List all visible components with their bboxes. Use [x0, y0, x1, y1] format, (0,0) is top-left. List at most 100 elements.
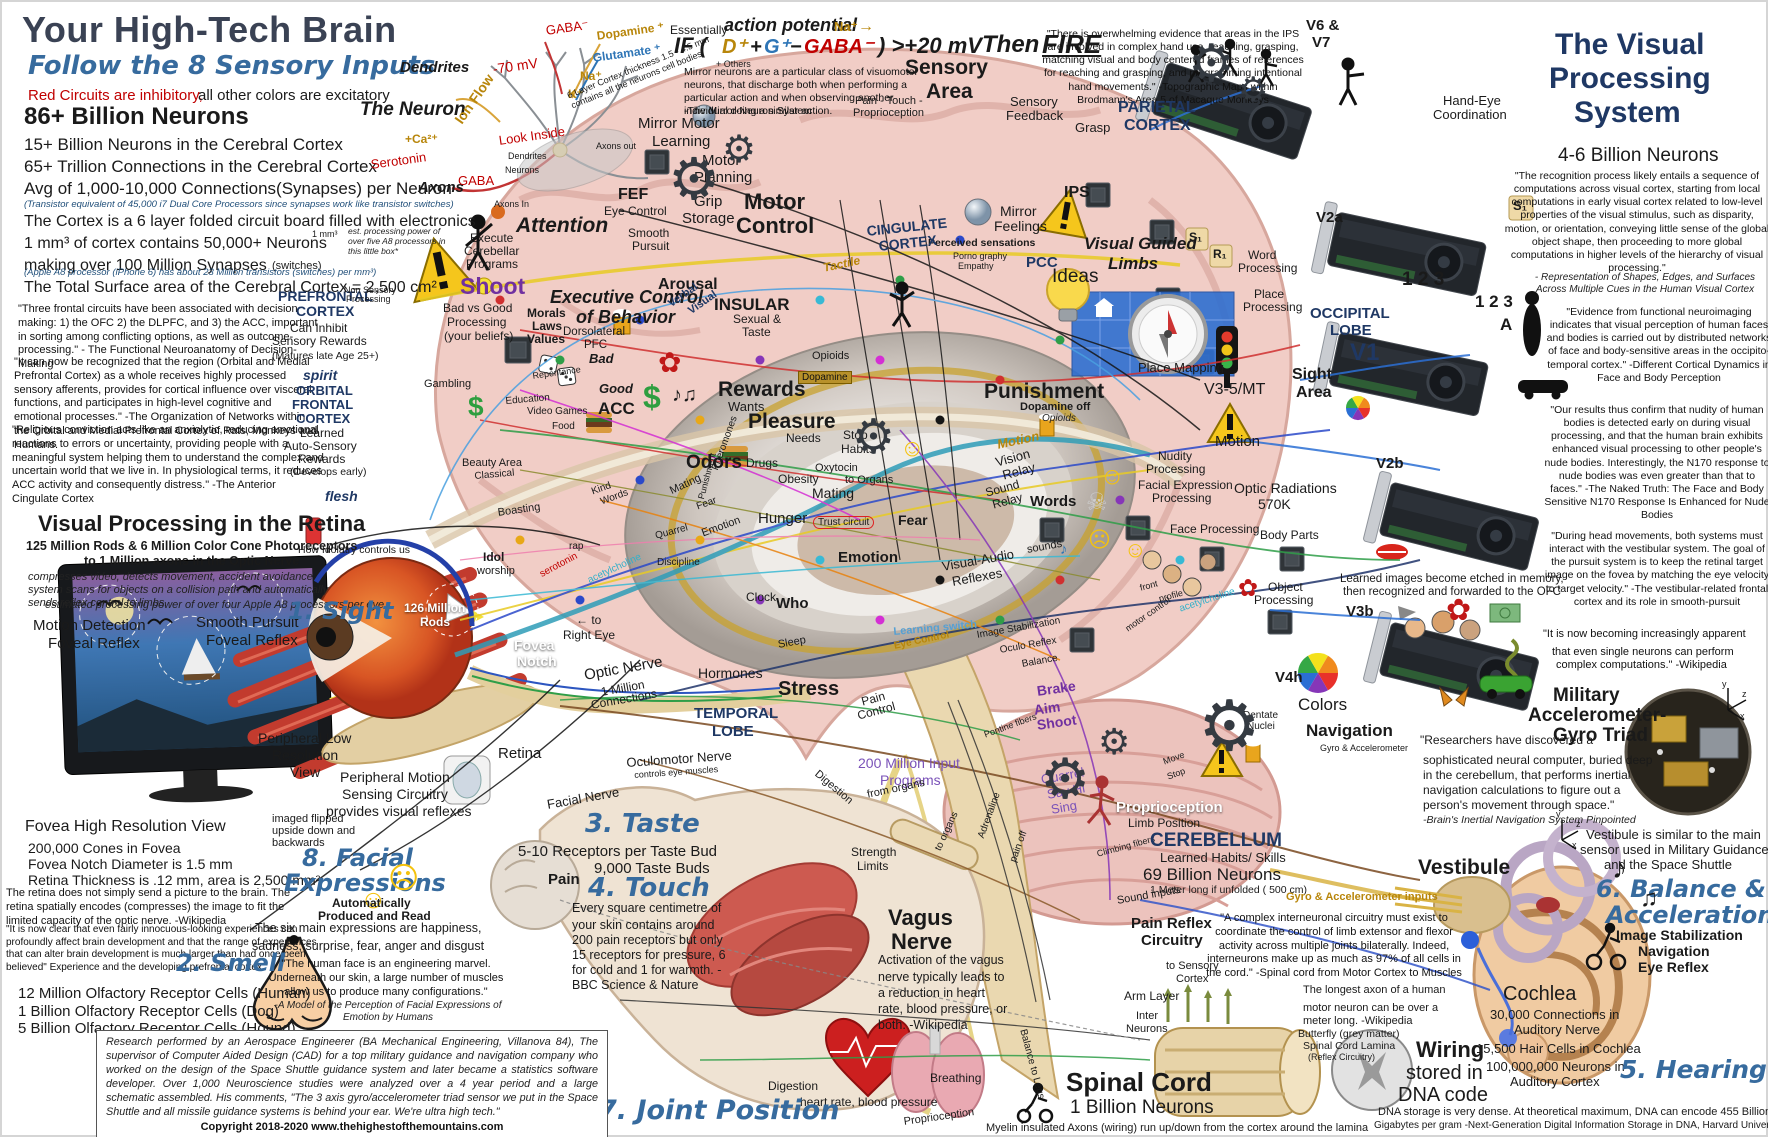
diagram-label: Every square centimetre of: [572, 901, 722, 915]
diagram-label: Eye Reflex: [1638, 959, 1709, 975]
diagram-label: Tactile: [821, 253, 862, 275]
diagram-label: for cold and 1 for warmth. -: [572, 963, 722, 977]
diagram-label: Auto-Sensory: [284, 439, 357, 453]
diagram-label: Attention: [516, 214, 609, 237]
diagram-label: Pontine fibers: [982, 711, 1038, 740]
diagram-label: Axons In: [494, 199, 530, 209]
diagram-label: Gambling: [424, 378, 472, 390]
diagram-label: Good: [599, 381, 633, 396]
diagram-label: V3-5/MT: [1204, 381, 1266, 398]
diagram-label: Learned Habits/ Skills: [1160, 850, 1286, 865]
diagram-label: Can Inhibit: [290, 321, 348, 335]
diagram-label: ACC: [598, 399, 635, 418]
diagram-label: Visual Guided: [1084, 234, 1197, 253]
diagram-label: heart rate, blood pressure: [800, 1095, 938, 1109]
diagram-label: Red Circuits are inhibitory,: [28, 87, 203, 104]
diagram-label: Sensory: [1010, 94, 1058, 109]
diagram-label: V1: [1350, 339, 1380, 366]
diagram-label: Education: [505, 392, 551, 407]
diagram-label: 15+ Billion Neurons in the Cerebral Cort…: [24, 135, 343, 154]
diagram-label: Dopamine: [798, 371, 852, 384]
diagram-label: G⁺: [764, 36, 791, 58]
diagram-label: Execute: [470, 231, 514, 245]
diagram-label: BBC Science & Nature: [572, 978, 699, 992]
diagram-label: Place Mapping: [1138, 360, 1224, 375]
diagram-label: CORTEX: [1124, 117, 1191, 134]
diagram-label: CEREBELLUM: [1150, 830, 1282, 851]
diagram-label: Feelings: [994, 218, 1047, 234]
diagram-label: Coordination: [1433, 107, 1507, 122]
diagram-label: Circuitry: [1141, 932, 1203, 949]
diagram-label: 1 2 3: [1402, 269, 1445, 290]
diagram-label: Proprioception: [853, 107, 924, 119]
diagram-label: Butterfly (grey matter): [1298, 1028, 1400, 1040]
nose: [252, 935, 332, 1031]
diagram-label: System: [1574, 96, 1681, 129]
diagram-label: Repentance: [531, 364, 582, 381]
diagram-label: Vestibule is similar to the main: [1586, 827, 1761, 842]
diagram-label: Climbing fibers: [1095, 833, 1156, 859]
diagram-label: your skin contains around: [572, 918, 715, 932]
diagram-label: "It is now becoming increasingly apparen…: [1543, 628, 1746, 640]
diagram-label: Proprioception: [1116, 799, 1223, 816]
diagram-label: The retina does not simply send a pictur…: [6, 887, 291, 927]
diagram-label: Peripheral Low: [258, 730, 352, 746]
diagram-label: ♪: [1060, 541, 1068, 558]
diagram-label: "During head movements, both systems mus…: [1544, 530, 1768, 608]
diagram-label: Retina Thickness is .12 mm, area is 2,50…: [28, 872, 321, 888]
diagram-label: Optic Radiations: [1234, 480, 1337, 496]
sense-4-touch: 4. Touch: [588, 873, 710, 903]
diagram-label: Dentate: [1243, 710, 1279, 721]
diagram-label: Dendrites: [508, 151, 547, 161]
diagram-label: Place: [1254, 287, 1285, 301]
diagram-label: to Organs: [845, 474, 894, 486]
color-wheel-icons: [1298, 396, 1370, 693]
diagram-label: acetylcholine: [586, 551, 644, 586]
diagram-label: "It can now be recognized that the regio…: [14, 356, 318, 451]
diagram-label: Obesity: [778, 472, 819, 486]
diagram-label: Rewards: [298, 452, 346, 466]
diagram-label: sadness, surprise, fear, anger and disgu…: [252, 939, 485, 953]
diagram-label: Pain Reflex: [1131, 915, 1212, 932]
diagram-label: Sleep: [777, 634, 807, 651]
diagram-label: Arousal: [658, 276, 718, 293]
diagram-label: Control: [736, 213, 815, 238]
diagram-label: 69 Billion Neurons: [1143, 865, 1281, 884]
diagram-label: Wants: [728, 399, 765, 414]
diagram-label: compresses video, detects movement, acci…: [28, 571, 329, 610]
diagram-label: 100,000,000 Neurons in: [1486, 1059, 1625, 1074]
diagram-label: Storage: [682, 210, 735, 227]
diagram-label: of Behavior: [576, 307, 676, 327]
diagram-label: Food: [552, 421, 575, 432]
diagram-label: ) >+20 mV: [878, 33, 982, 58]
diagram-label: TEMPORAL: [694, 705, 779, 722]
diagram-label: V4h: [1275, 669, 1303, 686]
diagram-label: Dendrites: [400, 59, 470, 76]
diagram-label: Area: [926, 80, 973, 103]
diagram-label: Strength: [851, 845, 897, 859]
neuron-title: The Neuron: [360, 99, 466, 120]
diagram-label: 9,000 Taste Buds: [594, 860, 710, 877]
diagram-label: 65+ Trillion Connections in the Cerebral…: [24, 157, 377, 176]
diagram-label: Processing: [1146, 462, 1206, 476]
diagram-label: Myelin insulated Axons (wiring) run up/d…: [986, 1122, 1369, 1134]
retina-section-title: Visual Processing in the Retina: [38, 511, 366, 536]
spinal-cord-graphic: [1154, 984, 1413, 1117]
diagram-label: Motor: [702, 152, 741, 169]
diagram-label: Motion: [1215, 433, 1261, 450]
diagram-label: Processing: [1254, 593, 1314, 607]
diagram-label: Mirror Motor: [638, 115, 720, 132]
diagram-label: Emotion: [838, 549, 898, 566]
diagram-label: Activation of the vagus: [878, 953, 1004, 967]
diagram-label: Na⁺: [580, 69, 602, 83]
diagram-label: backwards: [272, 837, 325, 849]
diagram-label: 200 Million Input: [858, 755, 960, 771]
diagram-label: Neurons: [1126, 1023, 1168, 1035]
neural-pathways: [249, 84, 1491, 1061]
diagram-label: S₁: [1189, 230, 1202, 244]
diagram-label: OCCIPITAL: [1310, 305, 1390, 322]
diagram-label: Dorsolateral: [563, 326, 625, 338]
diagram-label: CORTEX: [877, 231, 938, 254]
diagram-label: Grasp: [1075, 120, 1111, 135]
diagram-label: LOBE: [712, 723, 754, 740]
